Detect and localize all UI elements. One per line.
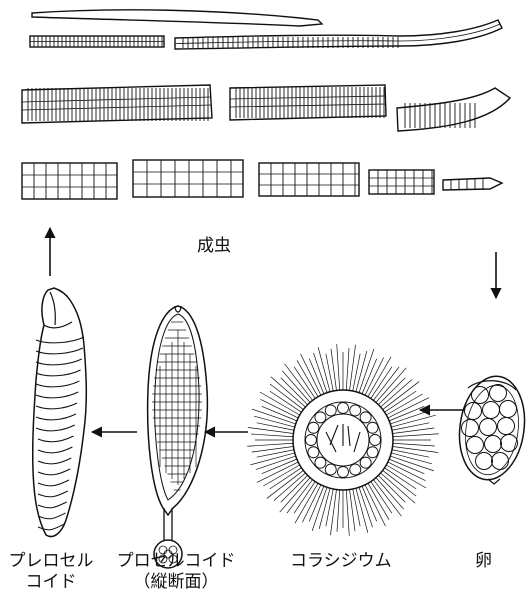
egg-cell <box>485 436 502 453</box>
egg-cell <box>462 420 479 437</box>
plerocercoid-ring <box>36 392 78 398</box>
cilium <box>368 357 391 397</box>
cilium <box>337 344 340 390</box>
label-plerocercoid-line1: プレロセル <box>3 551 99 572</box>
egg-cell <box>498 418 515 435</box>
cilium <box>386 465 426 488</box>
adult-worm-illustration <box>22 10 510 199</box>
plerocercoid-ring <box>38 458 71 464</box>
plerocercoid-illustration <box>33 288 87 537</box>
label-adult: 成虫 <box>197 236 231 257</box>
plerocercoid-ring <box>36 348 83 354</box>
cilium <box>378 378 405 405</box>
cilium <box>260 392 300 415</box>
plerocercoid-ring <box>36 359 82 365</box>
plerocercoid-ring <box>38 469 70 475</box>
cilium <box>294 367 315 399</box>
adult-worm-row-3 <box>22 85 510 131</box>
cilium <box>393 447 439 453</box>
plerocercoid-ring <box>36 425 75 431</box>
cilium <box>337 490 340 532</box>
cilium <box>346 348 349 390</box>
cilium <box>270 384 303 410</box>
cilium <box>270 468 302 489</box>
cilium <box>260 399 298 418</box>
plerocercoid-ring <box>38 513 65 519</box>
cilium <box>365 357 384 395</box>
cilium <box>385 391 417 412</box>
coracidium-illustration <box>247 344 439 536</box>
cilium <box>294 482 315 514</box>
plerocercoid-ring <box>38 480 69 486</box>
cilium <box>376 368 406 403</box>
label-coracidium: コラシジウム <box>290 551 392 572</box>
plerocercoid-ring <box>36 414 76 420</box>
cilium <box>281 475 308 502</box>
plerocercoid-ring <box>38 436 74 442</box>
cilium <box>295 483 318 523</box>
cilium <box>251 434 293 437</box>
label-procercoid: プロセルコイド （縦断面） <box>111 551 241 593</box>
egg-cell <box>465 403 482 420</box>
plerocercoid-ring <box>36 370 81 376</box>
cilium <box>373 367 399 400</box>
cilium <box>371 367 392 399</box>
egg-cell <box>500 401 517 418</box>
label-plerocercoid-line2: コイド <box>3 572 99 593</box>
egg-cell <box>490 385 507 402</box>
procercoid-illustration <box>148 306 208 568</box>
egg-cell <box>492 453 509 470</box>
cilium <box>350 345 356 391</box>
egg-cell <box>501 435 518 452</box>
cilium <box>271 377 306 407</box>
egg-cell <box>483 402 500 419</box>
cilium <box>385 468 417 489</box>
adult-worm-neck <box>32 10 322 26</box>
egg-cell <box>472 387 489 404</box>
egg-cell <box>476 453 493 470</box>
cilium <box>383 470 416 496</box>
cilium <box>346 490 349 536</box>
cilium <box>393 434 439 437</box>
cilium <box>247 443 293 446</box>
cilium <box>378 475 405 502</box>
plerocercoid-ring <box>38 447 72 453</box>
cilium <box>248 427 294 433</box>
plerocercoid-ring <box>36 381 79 387</box>
adult-worm-segment-lines <box>28 36 483 199</box>
egg-cell <box>467 437 484 454</box>
cilium <box>281 378 308 405</box>
egg-cell <box>480 419 497 436</box>
plerocercoid-ring <box>38 502 67 508</box>
label-egg: 卵 <box>475 551 492 572</box>
cilium <box>302 485 321 523</box>
cilium <box>381 473 416 503</box>
cilium <box>287 480 313 513</box>
label-procercoid-line1: プロセルコイド <box>111 551 241 572</box>
plerocercoid-ring <box>36 403 77 409</box>
plerocercoid-ring <box>36 337 84 343</box>
cilium <box>393 443 435 446</box>
egg-illustration <box>453 372 529 484</box>
cilium <box>388 462 426 481</box>
cilium <box>280 478 310 513</box>
cilium <box>330 490 336 536</box>
cilium <box>270 391 302 412</box>
cilium <box>371 482 392 514</box>
label-plerocercoid: プレロセル コイド <box>3 551 99 593</box>
label-procercoid-line2: （縦断面） <box>111 572 241 593</box>
plerocercoid-ring <box>38 491 68 497</box>
